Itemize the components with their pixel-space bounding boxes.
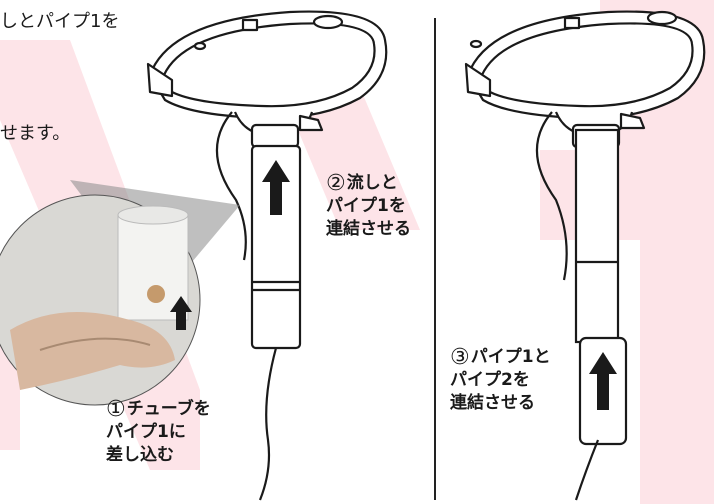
step-3-line-3: 連結させる	[450, 393, 535, 413]
background-block-right-mid	[540, 150, 714, 240]
step-2-line-3: 連結させる	[326, 219, 411, 239]
background-block-right-bottom	[640, 230, 714, 504]
step-2-number: ②	[326, 171, 346, 196]
tube-left-lower	[258, 347, 278, 501]
sink-basin-illustration-right	[464, 10, 706, 149]
tube-left-upper	[215, 111, 247, 261]
step-2-label: ②流しと パイプ1を 連結させる	[326, 172, 411, 241]
hand-photo-inset	[0, 180, 240, 406]
step-2-line-1: 流しと	[346, 173, 398, 193]
step-1-line-3: 差し込む	[106, 445, 174, 465]
tube-right-lower	[574, 439, 600, 501]
step-1-label: ①チューブを パイプ1に 差し込む	[106, 398, 211, 467]
step-3-line-1: パイプ1と	[470, 347, 551, 367]
step-1-line-2: パイプ1に	[106, 422, 186, 442]
step-3-label: ③パイプ1と パイプ2を 連結させる	[450, 346, 551, 415]
tube-right-upper	[535, 111, 568, 281]
step-3-number: ③	[450, 345, 470, 370]
intro-line-2: せます。	[0, 123, 71, 144]
step-2-line-2: パイプ1を	[326, 196, 406, 216]
intro-line-1: しとパイプ1を	[0, 11, 120, 32]
sink-basin-illustration-left	[146, 10, 388, 149]
step-1-number: ①	[106, 397, 126, 422]
up-arrow-icon	[262, 160, 290, 215]
up-arrow-icon	[589, 352, 617, 410]
step-3-line-2: パイプ2を	[450, 370, 530, 390]
step-1-line-1: チューブを	[126, 399, 211, 419]
up-arrow-icon	[170, 296, 192, 330]
